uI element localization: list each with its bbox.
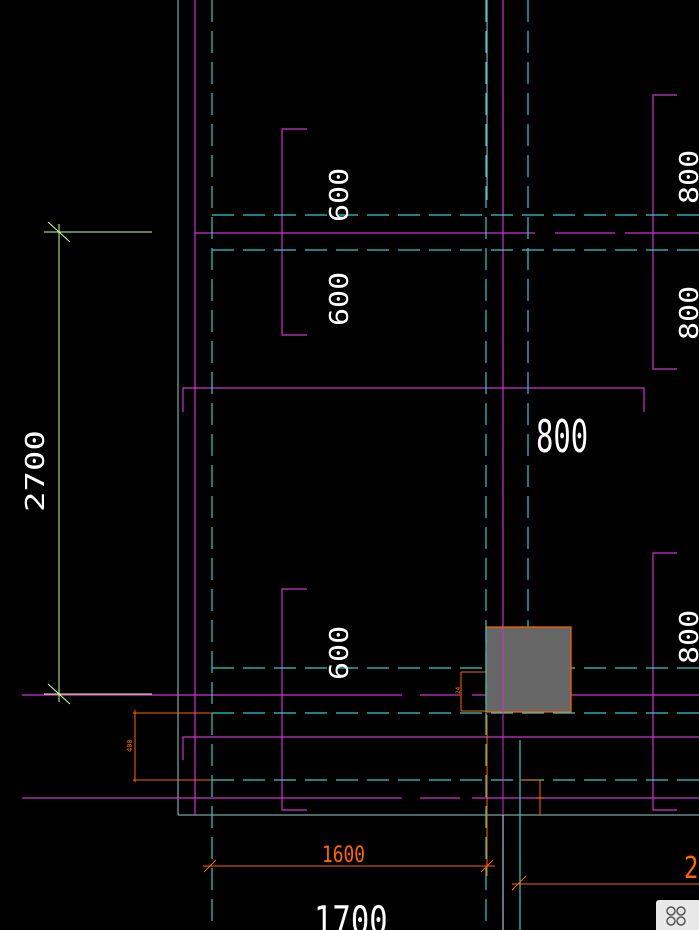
grid-navigation-icon: [666, 906, 686, 926]
dimension-label-1600: 1600: [322, 841, 365, 867]
beam-label-800-right-mid: 800: [674, 286, 699, 340]
axis-lines: [211, 0, 699, 930]
beam-label-800-horizontal: 800: [536, 411, 588, 463]
grid-navigation-button[interactable]: [656, 900, 699, 930]
beam-label-600-top: 600: [324, 168, 354, 222]
beam-label-600-bottom: 600: [324, 626, 354, 680]
dimension-label-tiny: 24: [455, 686, 462, 694]
dimension-label-400: 400: [126, 739, 134, 752]
dimension-label-1700: 1700: [314, 898, 388, 930]
column-block[interactable]: [485, 626, 572, 713]
dimension-1600: [133, 671, 699, 891]
beam-label-600-second: 600: [324, 272, 354, 326]
dimension-2700: [44, 221, 152, 705]
beam-label-800-right-top: 800: [674, 150, 699, 204]
beam-label-800-right-bottom: 800: [674, 610, 699, 664]
dimension-label-right-partial: 2: [684, 851, 698, 885]
wall-lines: [22, 0, 699, 815]
dimension-label-2700: 2700: [21, 430, 51, 512]
frame-lines: [177, 0, 699, 816]
